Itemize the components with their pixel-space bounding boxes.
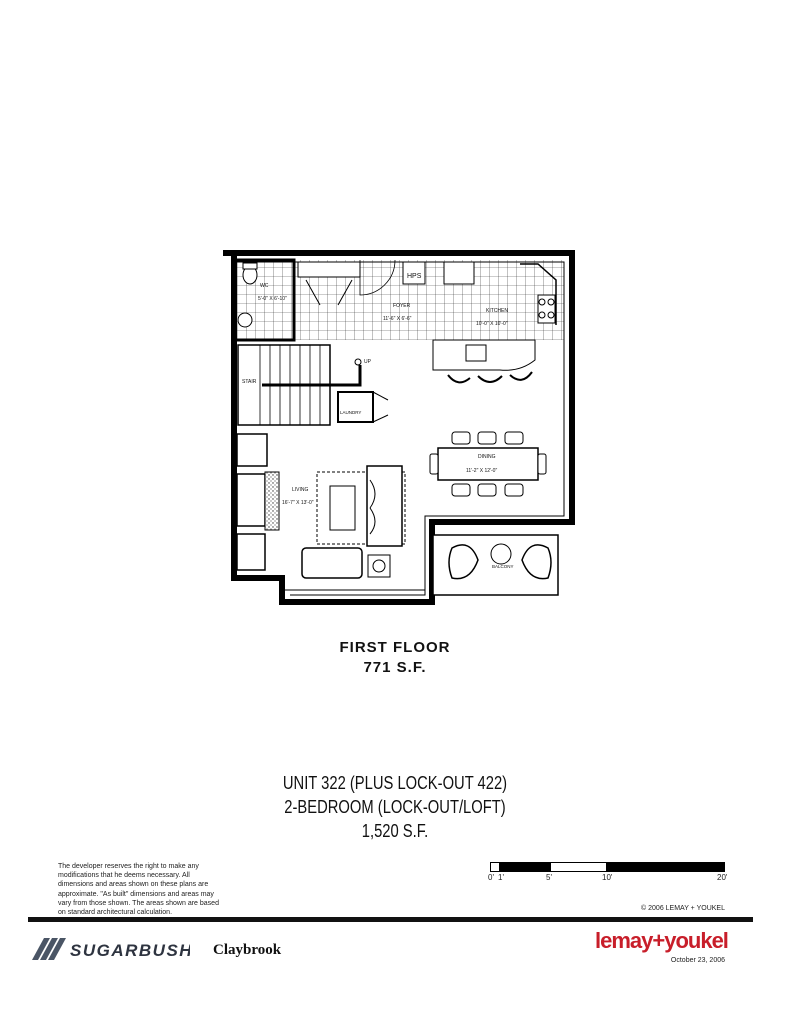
wc-sink bbox=[237, 312, 253, 328]
fridge bbox=[443, 261, 475, 285]
interior-wall-line bbox=[232, 261, 565, 596]
sofa bbox=[366, 465, 403, 547]
scale-tick-1: 1' bbox=[498, 873, 504, 882]
island-sink bbox=[465, 344, 487, 362]
project-name: Claybrook bbox=[213, 942, 282, 958]
label-wc-dims: 5'-0" X 6'-10" bbox=[258, 296, 287, 302]
label-dining: DINING bbox=[478, 454, 496, 460]
side-table bbox=[367, 554, 391, 578]
dining-table bbox=[437, 447, 539, 481]
unit-line-1: UNIT 322 (PLUS LOCK-OUT 422) bbox=[282, 773, 508, 793]
dining-chairs bbox=[429, 431, 547, 497]
balcony-chair-right bbox=[521, 544, 552, 580]
fireplace bbox=[236, 473, 266, 527]
label-foyer: FOYER bbox=[393, 303, 411, 309]
entry-door-swing bbox=[359, 259, 396, 296]
label-living-dims: 16'-7" X 13'-0" bbox=[282, 500, 314, 506]
label-wc: WC bbox=[260, 283, 269, 289]
island-stools bbox=[447, 371, 533, 384]
wc-walls bbox=[232, 258, 296, 342]
scale-tick-0: 0' bbox=[488, 873, 494, 882]
floor-plan: WC 5'-0" X 6'-10" HPS FOYER 11'-6" X 6'-… bbox=[223, 250, 575, 605]
balcony-chair-left bbox=[448, 544, 479, 580]
tile-floor bbox=[234, 260, 564, 340]
range bbox=[537, 294, 556, 324]
floor-title: FIRST FLOOR bbox=[339, 639, 451, 656]
cabinet-upper bbox=[236, 433, 268, 467]
scale-bar bbox=[490, 862, 725, 872]
cabinet-lower bbox=[236, 533, 266, 571]
copyright: © 2006 LEMAY + YOUKEL bbox=[641, 905, 725, 912]
coffee-table bbox=[329, 485, 356, 531]
closet bbox=[297, 261, 361, 278]
label-dining-dims: 11'-2" X 12'-0" bbox=[466, 468, 497, 474]
kitchen-counter bbox=[520, 263, 557, 325]
unit-line-3: 1,520 S.F. bbox=[361, 821, 429, 841]
disclaimer-text: The developer reserves the right to make… bbox=[58, 863, 219, 917]
closet-door bbox=[305, 279, 353, 306]
footer-rule bbox=[28, 917, 753, 922]
toilet-tank bbox=[242, 262, 258, 270]
sugarbush-logo: SUGARBUSH bbox=[32, 938, 190, 960]
floor-area: 771 S.F. bbox=[363, 659, 427, 676]
label-up: UP bbox=[364, 359, 372, 365]
label-foyer-dims: 11'-6" X 6'-6" bbox=[383, 316, 412, 322]
exterior-wall bbox=[223, 250, 575, 605]
label-kitchen: KITCHEN bbox=[486, 308, 508, 314]
label-living: LIVING bbox=[292, 487, 309, 493]
plan-date: October 23, 2006 bbox=[670, 957, 725, 964]
hps-closet bbox=[402, 261, 426, 285]
laundry-room bbox=[337, 391, 374, 423]
unit-line-2: 2-BEDROOM (LOCK-OUT/LOFT) bbox=[284, 797, 506, 817]
scale-tick-20: 20' bbox=[717, 873, 728, 882]
label-balcony: BALCONY bbox=[492, 564, 514, 569]
scale-tick-10: 10' bbox=[602, 873, 613, 882]
stair-rail bbox=[262, 365, 362, 387]
loveseat bbox=[301, 547, 363, 579]
sugarbush-wordmark: SUGARBUSH bbox=[70, 941, 190, 960]
balcony-table bbox=[490, 543, 512, 565]
label-hps: HPS bbox=[407, 273, 422, 280]
scale-tick-5: 5' bbox=[546, 873, 552, 882]
label-laundry: LAUNDRY bbox=[340, 410, 361, 415]
label-stair: STAIR bbox=[242, 379, 257, 385]
label-kitchen-dims: 10'-0" X 10'-0" bbox=[476, 321, 508, 327]
architect-logo: lemay+youkel bbox=[595, 928, 729, 953]
hearth bbox=[264, 471, 280, 531]
